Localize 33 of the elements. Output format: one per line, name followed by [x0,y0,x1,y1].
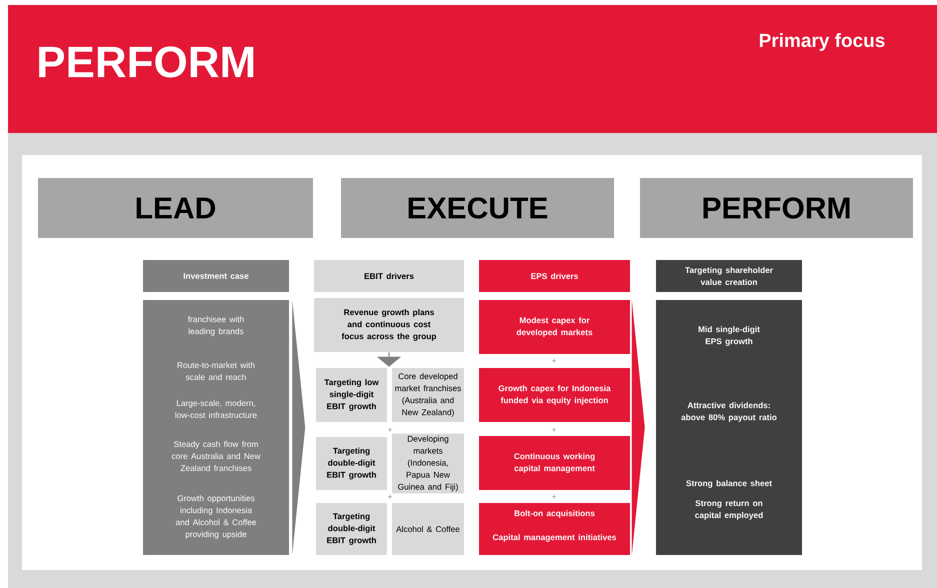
panel-text: Strong return on capital employed [695,500,763,520]
plus-sign: + [552,358,556,363]
panel-text: Mid single-digit EPS growth [698,326,760,346]
process-box: Developing markets (Indonesia, Papua New Guinea and Fiji) [392,434,464,494]
title: PERFORM [39,46,254,78]
plus-sign: + [552,494,556,499]
process-box: Core developed market franchises (Australia and New Zealand) [392,368,464,422]
plus-sign: + [388,494,392,499]
subtitle: Primary focus [760,33,885,51]
panel-text: franchisee with leading brands [188,316,244,336]
column-header: EXECUTE [341,178,614,238]
panel-text: Growth opportunities including Indonesia and Alcohol & Coffee providing upside [176,495,256,539]
panel-text: Attractive dividends: above 80% payout ratio [681,402,777,422]
panel-text: Large-scale, modern, low-cost infrastructure [175,400,257,418]
panel-text: Bolt-on acquisitions [514,510,595,518]
header-box: EBIT drivers [314,260,464,292]
process-box: Alcohol & Coffee [392,503,464,555]
panel-text: Strong balance sheet [686,480,772,488]
arrow [292,300,306,556]
process-box: Targeting double-digit EBIT growth [316,503,387,555]
header-box: EPS drivers [479,260,630,292]
process-box: Targeting double-digit EBIT growth [316,437,387,490]
plus-sign: + [552,428,556,432]
header-box: Targeting shareholder value creation [656,260,802,292]
plus-sign: + [388,428,392,432]
panel-text: Capital management initiatives [492,534,616,542]
column-header: LEAD [38,178,313,238]
process-box: Targeting low single-digit EBIT growth [316,368,387,422]
panel-text: Route-to-market with scale and reach [178,362,254,380]
process-box: Revenue growth plans and continuous cost focus across the group [314,298,464,352]
column-header: PERFORM [640,178,913,238]
panel-text: Steady cash flow from core Australia and New Zealand franchises [172,440,260,472]
header-box: Investment case [143,260,289,292]
